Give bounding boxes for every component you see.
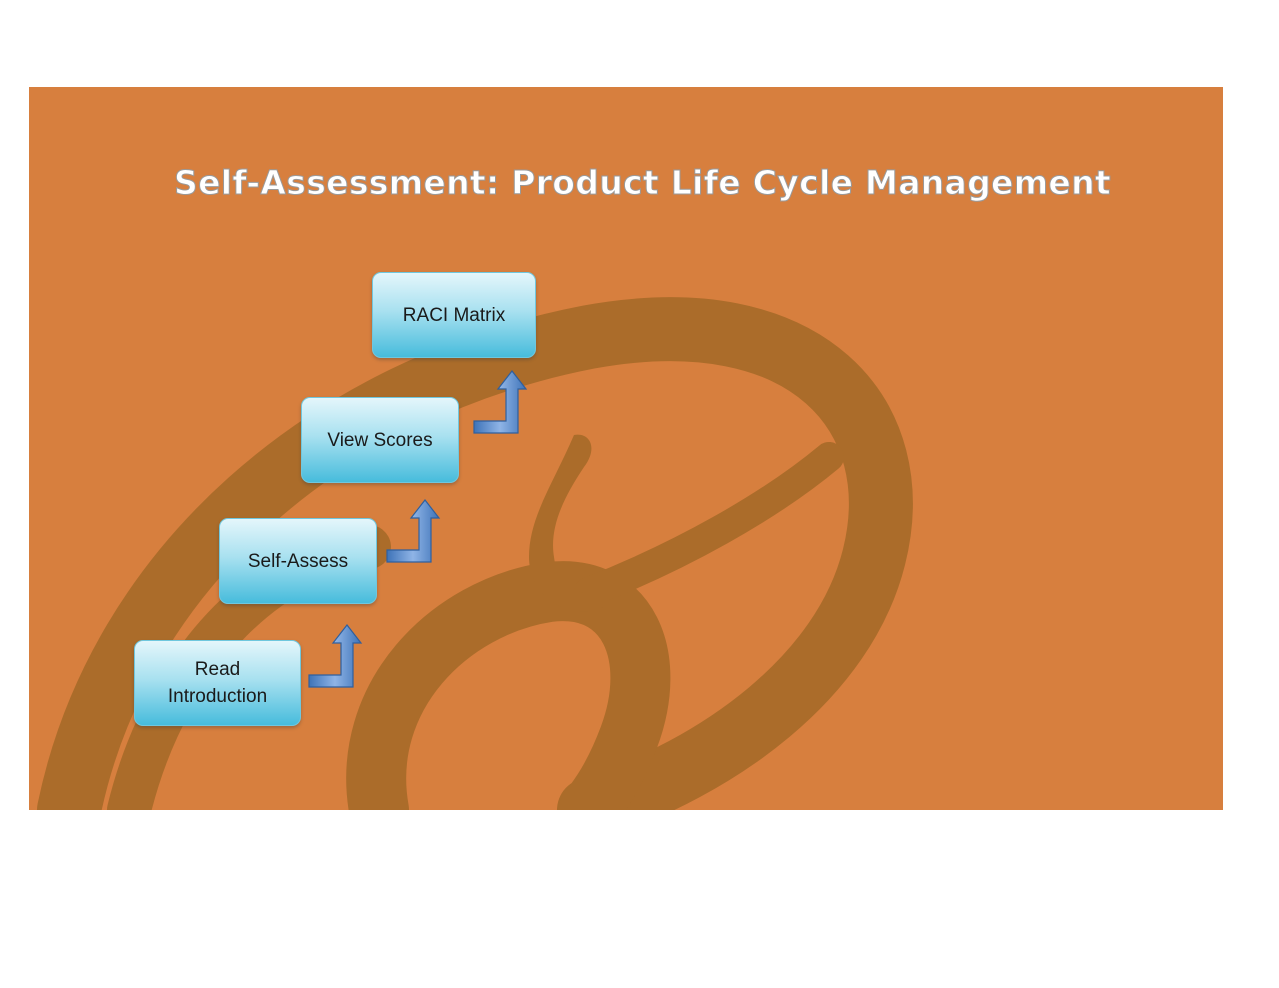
bent-up-arrow-icon <box>473 370 528 434</box>
bent-up-arrow-icon <box>386 499 441 563</box>
page-title: Self-Assessment: Product Life Cycle Mana… <box>174 163 1112 203</box>
step-label: Read Introduction <box>167 659 268 707</box>
step-label: View Scores <box>327 429 433 451</box>
bent-up-arrow-icon <box>308 624 363 688</box>
step-view-scores-button[interactable]: View Scores <box>301 397 459 483</box>
step-read-introduction-button[interactable]: Read Introduction <box>134 640 301 726</box>
step-raci-matrix-button[interactable]: RACI Matrix <box>372 272 536 358</box>
step-self-assess-button[interactable]: Self-Assess <box>219 518 377 604</box>
step-label: Self-Assess <box>247 550 349 572</box>
step-label: RACI Matrix <box>402 304 506 326</box>
slide-canvas: Self-Assessment: Product Life Cycle Mana… <box>29 87 1223 810</box>
